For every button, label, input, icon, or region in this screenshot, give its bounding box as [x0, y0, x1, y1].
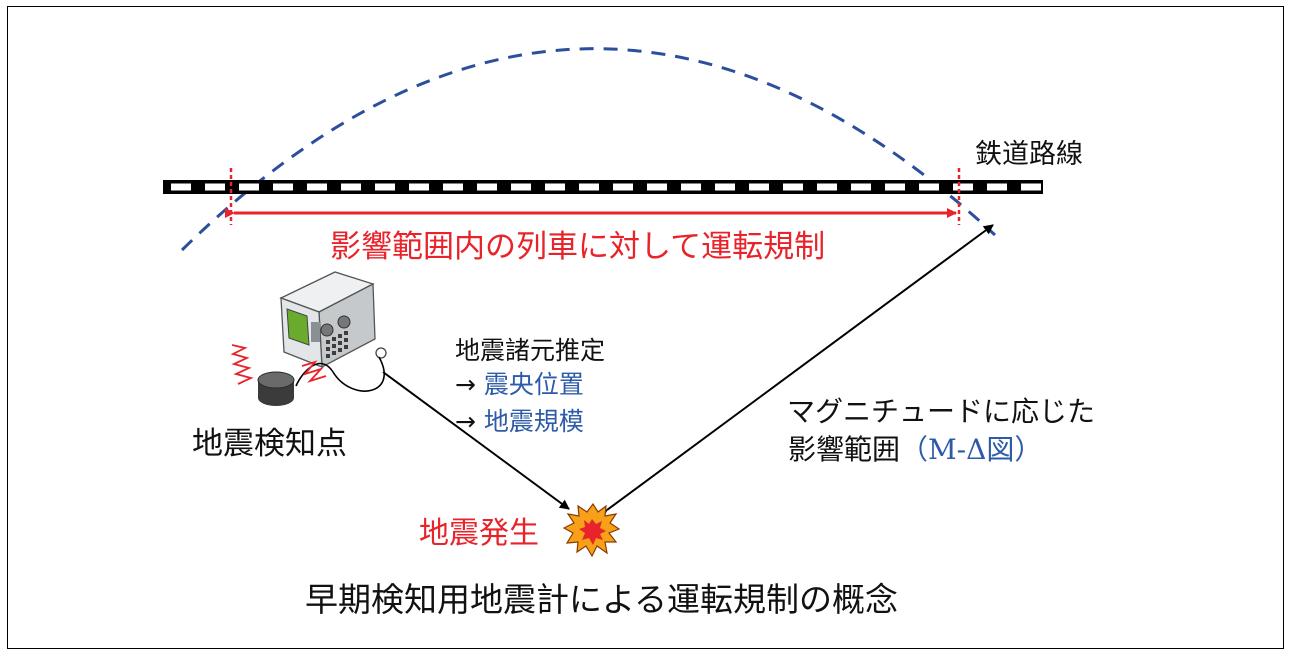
magnitude-range-arrow: [596, 224, 994, 520]
earthquake-label: 地震発生: [419, 516, 539, 551]
m-delta-note: （M-Δ図）: [900, 433, 1043, 466]
influence-range-arc: [180, 47, 997, 252]
explosion-icon: [562, 502, 621, 558]
estimation-item-text: 震央位置: [483, 370, 584, 399]
diagram-caption: 早期検知用地震計による運転規制の概念: [305, 580, 899, 619]
vibration-icon: [230, 344, 327, 385]
estimation-item-text: 地震規模: [483, 407, 584, 436]
estimation-arrow: →: [455, 407, 484, 436]
sensor-cable: [295, 356, 385, 392]
railway-track: [163, 180, 1043, 194]
estimation-arrow: →: [455, 370, 484, 399]
sensor-icon: [257, 371, 295, 406]
railway-line-label: 鉄道路線: [975, 139, 1083, 170]
influence-range-text: 影響範囲: [788, 433, 901, 466]
restriction-label: 影響範囲内の列車に対して運転規制: [330, 229, 826, 265]
seismometer-icon: [279, 271, 387, 369]
estimation-item-epicenter: → 震央位置: [455, 372, 584, 397]
influence-range-label: 影響範囲（M-Δ図）: [788, 436, 1042, 464]
estimation-item-magnitude: → 地震規模: [455, 409, 584, 434]
detection-to-epicenter-arrow: [382, 371, 570, 510]
detection-point-label: 地震検知点: [192, 426, 347, 462]
estimation-title: 地震諸元推定: [455, 336, 606, 365]
magnitude-range-label: マグニチュードに応じた: [787, 395, 1096, 428]
